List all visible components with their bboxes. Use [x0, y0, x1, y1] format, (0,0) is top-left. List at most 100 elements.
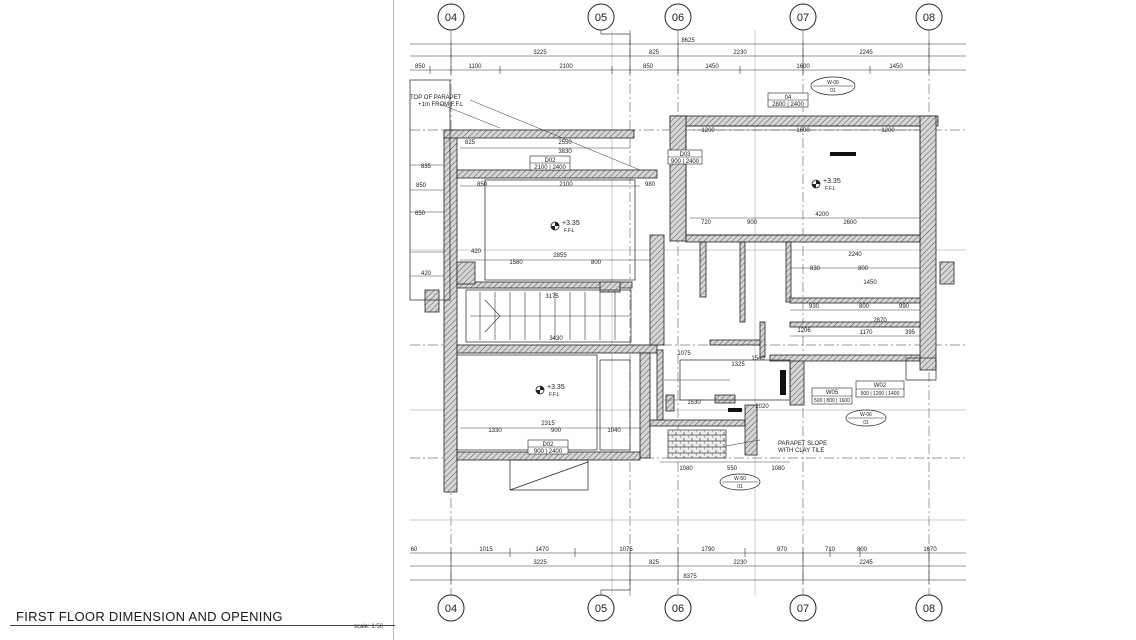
- top-dimension-lines: [410, 40, 966, 74]
- dim-r2-7: 2600: [843, 220, 857, 226]
- opening-tag-w04: 04 2800 | 2400: [767, 92, 809, 108]
- dim-left-4: 835: [421, 164, 432, 170]
- dim-bot-8: 800: [857, 547, 868, 553]
- dim-r3-4: 2315: [541, 421, 555, 427]
- dim-r1-6: 800: [591, 260, 602, 266]
- dim-r1-3: 980: [645, 182, 656, 188]
- grid-bubble-04-bottom: [437, 594, 465, 622]
- dim-bot-6: 970: [777, 547, 788, 553]
- dim-r1-5: 1580: [509, 260, 523, 266]
- svg-text:500 | 800 | 1600: 500 | 800 | 1600: [814, 398, 850, 404]
- svg-text:F.F.L: F.F.L: [549, 392, 560, 398]
- dim-mid-1: 830: [810, 266, 821, 272]
- svg-text:500 | 1200 | 1400: 500 | 1200 | 1400: [861, 391, 900, 397]
- dim-mid-2: 2240: [848, 252, 862, 258]
- dim-top-3: 2230: [733, 50, 747, 56]
- dim-top2-5: 1450: [705, 64, 719, 70]
- grid-bubble-07-top: [789, 3, 817, 31]
- dim-r2-1: 1200: [701, 128, 715, 134]
- svg-text:01: 01: [863, 420, 869, 426]
- dim-r2-3: 1200: [881, 128, 895, 134]
- svg-text:D02: D02: [544, 158, 556, 164]
- grid-label-05-bottom: 05: [595, 603, 607, 615]
- dim-bot-5: 1790: [701, 547, 715, 553]
- svg-text:F.F.L: F.F.L: [564, 228, 575, 234]
- svg-text:W-06: W-06: [860, 412, 872, 418]
- svg-text:W05: W05: [826, 390, 839, 396]
- room-level-1: +3.35 F.F.L: [550, 220, 580, 234]
- room-level-2: +3.35 F.F.L: [811, 178, 841, 192]
- dim-r1-4: 2855: [553, 253, 567, 259]
- dim-top-4: 2245: [859, 50, 873, 56]
- dim-r2-4: 720: [701, 220, 712, 226]
- window-marker-bottom: W-50 01: [719, 473, 761, 491]
- dim-bot2-3: 2230: [733, 560, 747, 566]
- dim-bot-7: 710: [825, 547, 836, 553]
- dim-r1-2: 2100: [559, 182, 573, 188]
- dim-left-5: 850: [416, 183, 427, 189]
- dim-left-7: 420: [471, 249, 482, 255]
- dim-mid-4: 1450: [863, 280, 877, 286]
- grid-label-08-bottom: 08: [923, 603, 935, 615]
- dim-mid-15: 1530: [687, 400, 701, 406]
- grid-bubble-08-top: [915, 3, 943, 31]
- svg-text:01: 01: [830, 88, 836, 94]
- dim-r2-2: 1600: [796, 128, 810, 134]
- svg-text:W-06: W-06: [827, 80, 839, 86]
- grid-label-04-top: 04: [445, 12, 457, 24]
- dim-bot-2: 1015: [479, 547, 493, 553]
- walls: [424, 115, 955, 493]
- dim-mid-3: 800: [858, 266, 869, 272]
- grid-bubble-08-bottom: [915, 594, 943, 622]
- parapet-clay-tiles: [667, 429, 727, 459]
- grid-bubbles-bottom: [437, 594, 943, 622]
- grid-bubble-07-bottom: [789, 594, 817, 622]
- dim-r1-1: 850: [477, 182, 488, 188]
- opening-tag-d03: D03 900 | 2400: [667, 149, 703, 165]
- dim-top2-1: 850: [415, 64, 426, 70]
- svg-text:01: 01: [737, 484, 743, 490]
- svg-text:D03: D03: [679, 152, 691, 158]
- dim-top-1: 3225: [533, 50, 547, 56]
- note-parapet-level: +1m FROM F.F.L: [418, 102, 464, 108]
- svg-text:F.F.L: F.F.L: [825, 186, 836, 192]
- dim-r3-3: 1040: [607, 428, 621, 434]
- dim-left-3: 3830: [558, 149, 572, 155]
- level-marks: +3.35 F.F.L +3.35 F.F.L +3.35 F.F.L: [535, 178, 841, 398]
- window-markers: W-06 01 W-06 01 W-50 01: [719, 76, 887, 491]
- opening-tags: D02 2100 | 2400 D03 900 | 2400 D02 900 |…: [527, 92, 905, 455]
- dim-bot2-4: 2245: [859, 560, 873, 566]
- opening-tag-d02-a: D02 2100 | 2400: [529, 155, 571, 171]
- svg-text:+3.35: +3.35: [547, 384, 565, 391]
- dim-r3-1: 1330: [488, 428, 502, 434]
- note-parapet-top: TOP OF PARAPET: [410, 95, 462, 101]
- svg-text:W02: W02: [874, 383, 887, 389]
- window-marker-top: W-06 01: [810, 76, 856, 96]
- dim-top2-2: 1100: [469, 64, 483, 70]
- grid-label-05-top: 05: [595, 12, 607, 24]
- dim-mid-17: 1325: [731, 362, 745, 368]
- svg-text:2800 | 2400: 2800 | 2400: [772, 102, 804, 108]
- dim-mid-14: 1080: [771, 466, 785, 472]
- svg-text:+3.35: +3.35: [823, 178, 841, 185]
- note-parapet-slope-2: WITH CLAY TILE: [778, 448, 824, 454]
- dim-left-1: 825: [465, 140, 476, 146]
- dim-r2-6: 4200: [815, 212, 829, 218]
- svg-text:900 | 2400: 900 | 2400: [534, 449, 563, 455]
- grid-bubble-06-bottom: [664, 594, 692, 622]
- dim-bot-4: 1075: [619, 547, 633, 553]
- dim-bot-1: 60: [411, 547, 418, 553]
- scale-note: scale: 1:50: [354, 624, 384, 630]
- dim-mid-6: 800: [859, 304, 870, 310]
- dim-mid-18: 2020: [755, 404, 769, 410]
- svg-text:D02: D02: [542, 442, 554, 448]
- wall-top-left: [443, 129, 635, 139]
- dim-mid-5: 930: [809, 304, 820, 310]
- dim-top2-6: 1600: [796, 64, 810, 70]
- svg-text:04: 04: [785, 95, 792, 101]
- sheet-edge-line: [393, 0, 394, 640]
- dim-left-6: 650: [415, 211, 426, 217]
- dim-mid-7: 990: [899, 304, 910, 310]
